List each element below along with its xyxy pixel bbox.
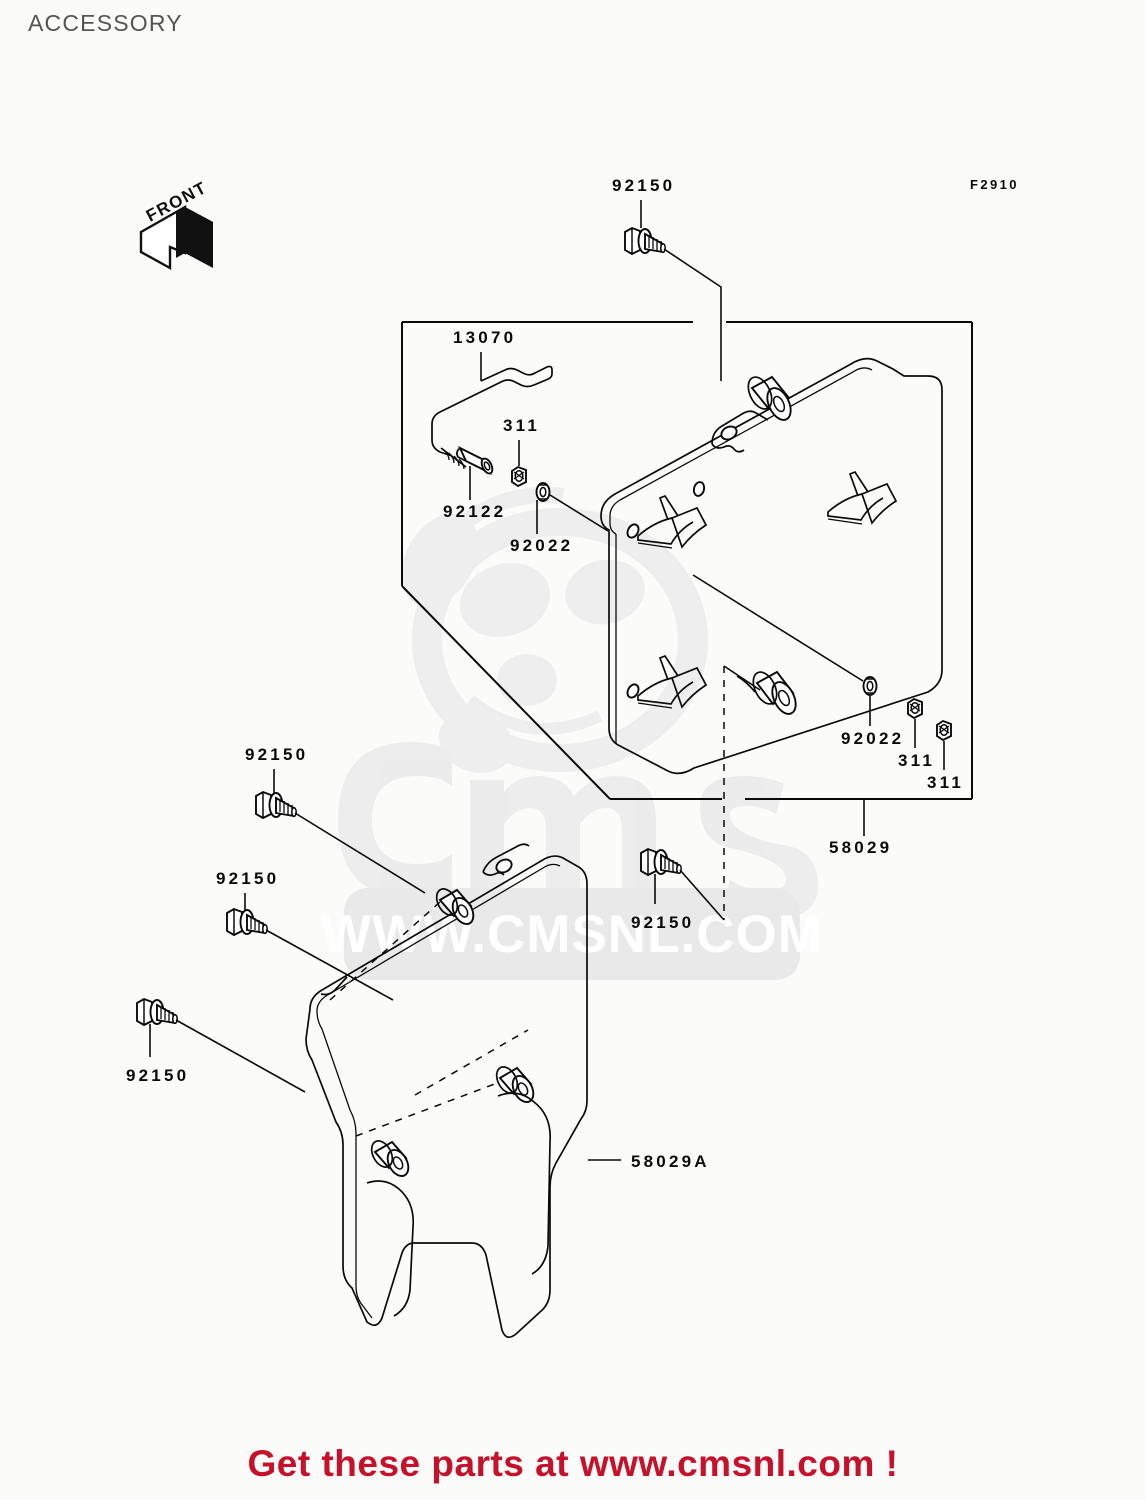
svg-text:92122: 92122: [443, 502, 506, 521]
nut-icon: [907, 697, 923, 720]
svg-text:13070: 13070: [453, 328, 516, 347]
flange-bolt-icon: [640, 847, 682, 877]
callout-311-upper: 311: [503, 416, 540, 488]
svg-text:92150: 92150: [126, 1066, 189, 1085]
svg-text:92022: 92022: [841, 729, 904, 748]
svg-text:311: 311: [503, 416, 540, 435]
svg-text:92150: 92150: [612, 176, 675, 195]
nut-icon: [511, 465, 527, 488]
bushing-top: [435, 888, 475, 926]
collar-icon: [456, 445, 494, 476]
lower-guard-panel: 58029A: [305, 843, 710, 1339]
callout-92150-top: 92150: [612, 176, 722, 381]
mounting-boss-bottom: [752, 670, 797, 715]
flange-bolt-icon: [255, 790, 297, 820]
callout-92122: 92122: [443, 445, 506, 521]
bushing-middle: [495, 1066, 535, 1104]
bushing-lower-left: [370, 1140, 410, 1178]
nut-icon: [936, 719, 952, 742]
callout-311-a: 311: [898, 697, 935, 770]
svg-text:92150: 92150: [216, 869, 279, 888]
group-boundary-box: 58029: [401, 321, 973, 857]
svg-text:92022: 92022: [510, 536, 573, 555]
rod-icon: [431, 365, 553, 470]
svg-text:311: 311: [898, 751, 935, 770]
upper-guard-panel: [600, 357, 943, 920]
callout-92150-left-3: 92150: [126, 997, 306, 1093]
clip-tab-lower: [626, 654, 708, 709]
washer-icon: [535, 482, 551, 502]
watermark-logo: WWW.CMSNL.COM: [321, 487, 822, 980]
flange-bolt-icon: [226, 907, 268, 937]
callout-92022-upper: 92022: [510, 482, 609, 555]
callout-label-58029: 58029: [829, 838, 892, 857]
callout-92150-left-1: 92150: [245, 745, 426, 894]
watermark-banner: WWW.CMSNL.COM: [321, 888, 822, 980]
sheet-code: F2910: [970, 177, 1019, 192]
svg-text:92150: 92150: [245, 745, 308, 764]
page-title: ACCESSORY: [28, 10, 183, 36]
callout-92022-lower: 92022: [692, 574, 904, 748]
footer-cta[interactable]: Get these parts at www.cmsnl.com !: [247, 1443, 899, 1484]
callout-label-58029A: 58029A: [631, 1152, 710, 1171]
flange-bolt-icon: [136, 997, 178, 1027]
svg-text:311: 311: [927, 773, 964, 792]
clip-tab-right: [827, 470, 898, 525]
clip-tab-left: [626, 481, 708, 549]
callout-13070: 13070: [431, 328, 553, 470]
callout-92150-left-2: 92150: [216, 869, 394, 1001]
flange-bolt-icon: [624, 226, 666, 256]
callout-311-b: 311: [927, 719, 964, 792]
mounting-boss-top: [747, 375, 792, 421]
callout-92150-center: 92150: [631, 847, 725, 932]
front-arrow-icon: FRONT: [139, 178, 213, 271]
washer-icon: [862, 676, 878, 696]
svg-text:92150: 92150: [631, 913, 694, 932]
